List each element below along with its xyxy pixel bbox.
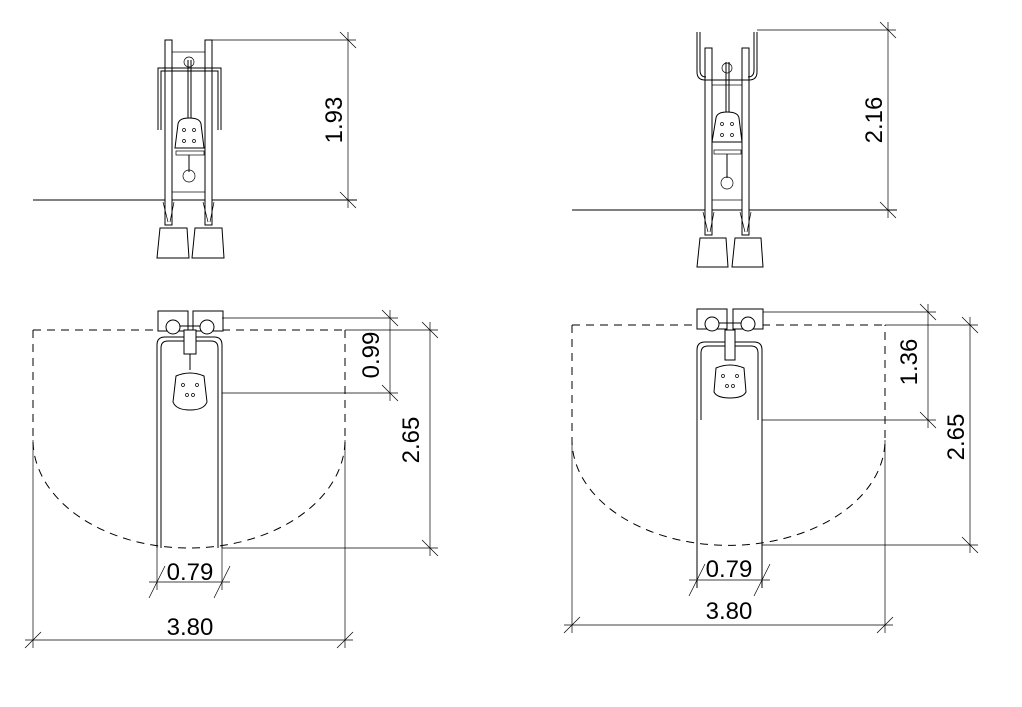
back-panel bbox=[171, 51, 206, 193]
footing bbox=[696, 237, 729, 268]
seat bbox=[172, 372, 208, 411]
left-elevation-view: 1.93 bbox=[33, 31, 357, 259]
right-elevation-view: 2.16 bbox=[572, 21, 897, 268]
pivot bbox=[720, 176, 734, 190]
seat bbox=[711, 111, 743, 143]
depth-label: 2.65 bbox=[943, 414, 970, 461]
depth-label: 2.65 bbox=[398, 417, 425, 464]
use-zone-boundary bbox=[571, 324, 886, 546]
footing bbox=[731, 237, 764, 268]
bench-width-label: 0.79 bbox=[167, 559, 214, 586]
seat-depth-label: 0.99 bbox=[358, 332, 385, 379]
handlebar bbox=[696, 32, 758, 81]
seat bbox=[713, 364, 747, 399]
seat bbox=[174, 117, 205, 149]
seat-depth-label: 1.36 bbox=[896, 339, 923, 386]
post bbox=[704, 47, 713, 236]
height-dimension-label: 1.93 bbox=[321, 97, 348, 144]
height-dimension-label: 2.16 bbox=[861, 97, 888, 144]
post bbox=[741, 47, 750, 236]
width-label: 3.80 bbox=[706, 598, 753, 625]
handlebar bbox=[157, 67, 222, 130]
use-zone-boundary bbox=[32, 329, 346, 549]
footing bbox=[191, 227, 225, 259]
right-plan-view: 1.36 2.65 0.79 3.80 bbox=[563, 303, 979, 634]
pivot bbox=[182, 169, 196, 183]
width-label: 3.80 bbox=[167, 614, 214, 641]
left-plan-view: 0.99 2.65 0.79 3.80 bbox=[24, 309, 439, 649]
footing bbox=[156, 227, 190, 259]
bench-width-label: 0.79 bbox=[706, 556, 753, 583]
